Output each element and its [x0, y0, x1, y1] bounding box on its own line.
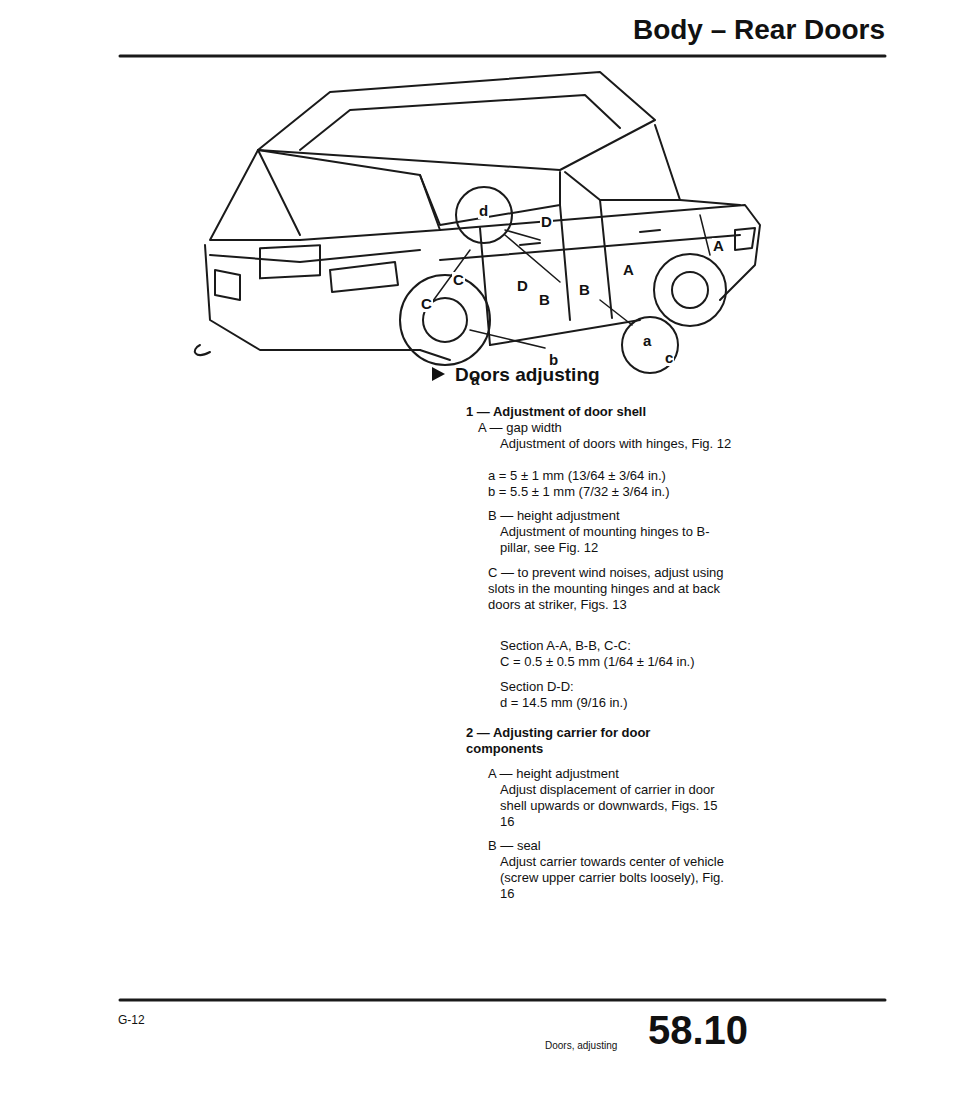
callout-letter: d — [478, 203, 489, 219]
callout-letter: B — [538, 292, 551, 308]
body-text: C — to prevent wind noises, adjust using… — [488, 565, 738, 613]
body-text: Adjust displacement of carrier in door s… — [500, 782, 735, 830]
body-text: Section A-A, B-B, C-C: — [500, 638, 750, 654]
dimension: b = 5.5 ± 1 mm (7/32 ± 3/64 in.) — [488, 484, 788, 500]
dimension: a = 5 ± 1 mm (13/64 ± 3/64 in.) — [488, 468, 788, 484]
page-number: 58.10 — [648, 1008, 748, 1052]
page-title: Body – Rear Doors — [633, 14, 885, 46]
item-heading: B — height adjustment — [488, 508, 768, 524]
figure-heading: Doors adjusting — [455, 364, 715, 386]
callout-letter: D — [516, 278, 529, 294]
callout-letter: A — [622, 262, 635, 278]
dimension: d = 14.5 mm (9/16 in.) — [500, 695, 750, 711]
section-heading: 1 — Adjustment of door shell — [466, 404, 766, 420]
body-text: Adjust carrier towards center of vehicle… — [500, 854, 740, 902]
callout-letter: c — [664, 350, 674, 366]
item-heading: A — height adjustment — [488, 766, 738, 782]
callout-letter: D — [540, 214, 553, 230]
body-text: Adjustment of doors with hinges, Fig. 12 — [500, 436, 735, 452]
dimension: C = 0.5 ± 0.5 mm (1/64 ± 1/64 in.) — [500, 654, 780, 670]
page-code: G-12 — [118, 1012, 198, 1028]
body-text: Section D-D: — [500, 679, 750, 695]
callout-letter: B — [578, 282, 591, 298]
body-text: Adjustment of mounting hinges to B-pilla… — [500, 524, 735, 556]
item-heading: B — seal — [488, 838, 738, 854]
callout-letter: C — [452, 272, 465, 288]
callout-letter: C — [420, 296, 433, 312]
footer-section: Doors, adjusting — [545, 1040, 645, 1052]
callout-letter: a — [642, 333, 652, 349]
callout-letter: A — [712, 238, 725, 254]
item-heading: A — gap width — [478, 420, 758, 436]
section-heading: 2 — Adjusting carrier for door component… — [466, 725, 706, 757]
